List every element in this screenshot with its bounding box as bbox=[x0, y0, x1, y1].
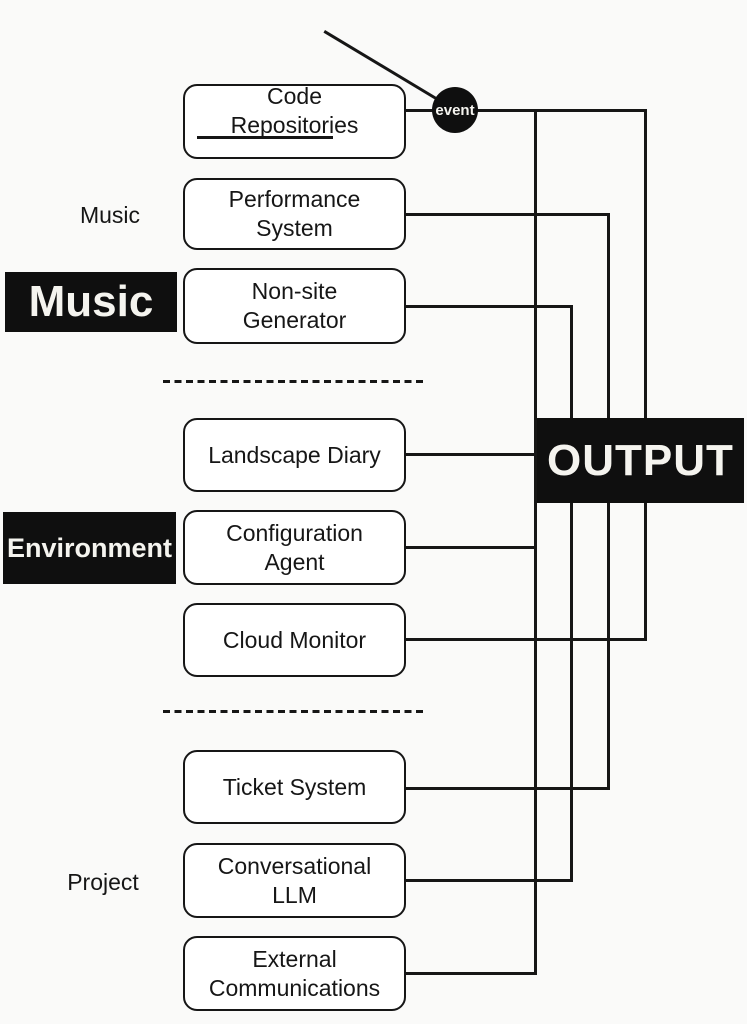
connector-ticket-system bbox=[404, 787, 610, 790]
node-label: Conversational LLM bbox=[217, 852, 372, 908]
event-badge: event bbox=[432, 87, 478, 133]
connector-external-communications bbox=[404, 972, 537, 975]
node-label: Non-site Generator bbox=[242, 278, 347, 333]
node-conversational-llm: Conversational LLM bbox=[183, 843, 406, 918]
group-label-music-block: Music bbox=[5, 272, 177, 332]
node-ticket-system: Ticket System bbox=[183, 750, 406, 824]
section-divider-bottom bbox=[163, 710, 423, 713]
node-configuration-agent: Configuration Agent bbox=[183, 510, 406, 585]
node-label: Performance System bbox=[228, 186, 361, 241]
bus-line-4 bbox=[644, 109, 647, 641]
connector-cloud-monitor bbox=[404, 638, 647, 641]
node-cloud-monitor: Cloud Monitor bbox=[183, 603, 406, 677]
section-divider-top bbox=[163, 380, 423, 383]
connector-code-repositories-event bbox=[404, 109, 646, 112]
output-block: OUTPUT bbox=[537, 418, 744, 503]
group-label-environment-block: Environment bbox=[3, 512, 176, 584]
node-label: Code Repositories bbox=[230, 82, 359, 138]
connector-non-site-generator bbox=[404, 305, 573, 308]
bus-line-2 bbox=[570, 305, 573, 882]
code-repositories-underline bbox=[197, 136, 333, 139]
node-non-site-generator: Non-site Generator bbox=[183, 268, 406, 344]
connector-performance-system bbox=[404, 213, 610, 216]
connector-conversational-llm bbox=[404, 879, 573, 882]
node-landscape-diary: Landscape Diary bbox=[183, 418, 406, 492]
connector-landscape-diary bbox=[404, 453, 538, 456]
node-label: Configuration Agent bbox=[226, 519, 363, 575]
group-label-project-plain: Project bbox=[67, 869, 139, 895]
node-label: Landscape Diary bbox=[208, 441, 381, 468]
node-performance-system: Performance System bbox=[183, 178, 406, 250]
bus-line-1 bbox=[534, 109, 537, 975]
node-external-communications: External Communications bbox=[183, 936, 406, 1011]
node-label: External Communications bbox=[208, 945, 381, 1001]
node-label: Ticket System bbox=[222, 773, 367, 800]
connector-configuration-agent bbox=[404, 546, 537, 549]
node-label: Cloud Monitor bbox=[222, 626, 367, 653]
group-label-music-plain: Music bbox=[79, 202, 141, 228]
node-code-repositories: Code Repositories bbox=[183, 82, 406, 159]
